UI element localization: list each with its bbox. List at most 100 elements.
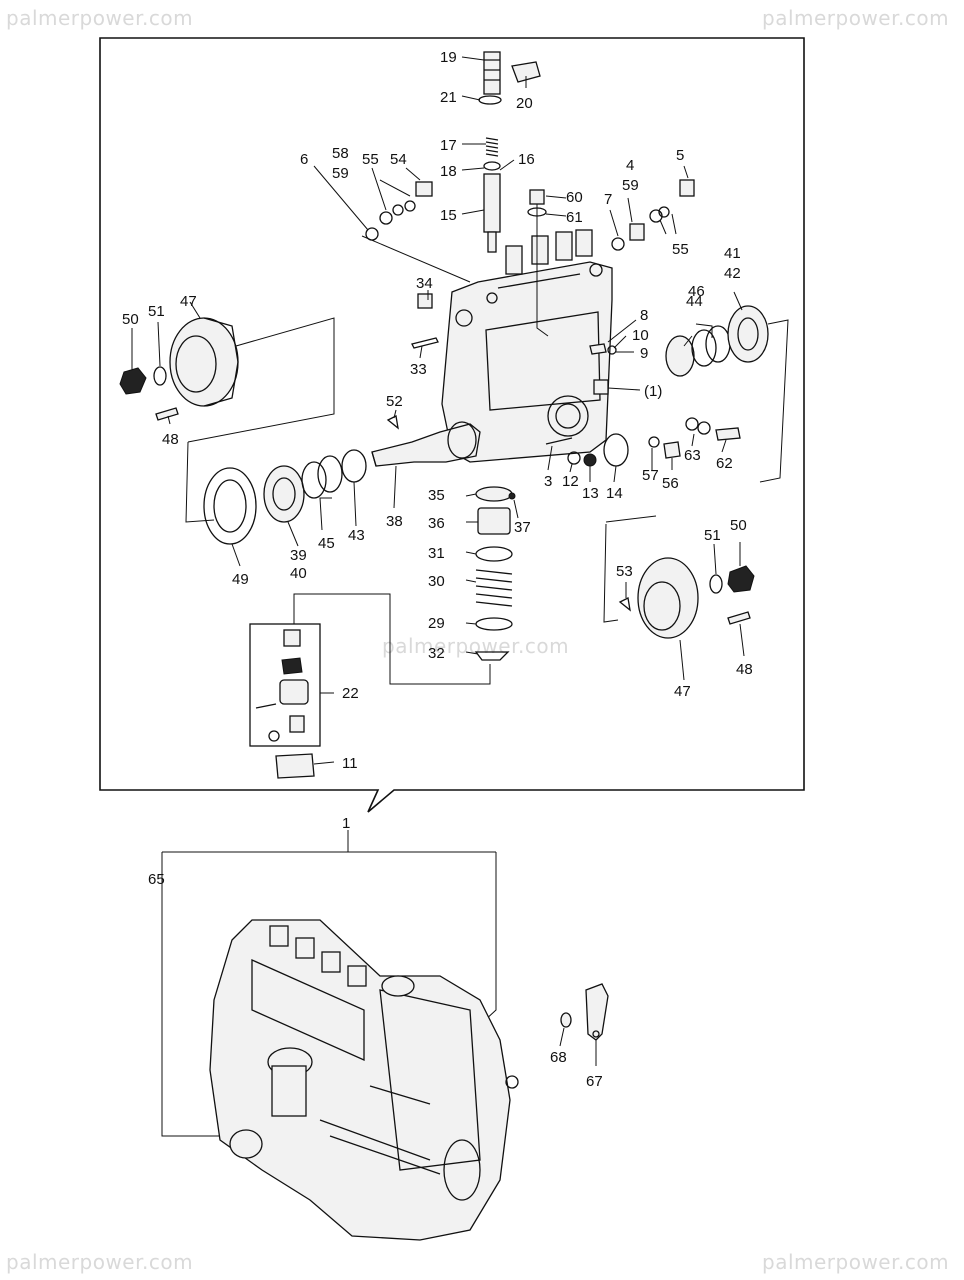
label-49: 49 xyxy=(232,571,249,588)
label-9: 9 xyxy=(640,345,648,362)
part-51-washer-left xyxy=(153,366,167,386)
part-48-bolt-right xyxy=(727,611,751,625)
label-41: 41 xyxy=(724,245,741,262)
part-39-bearing xyxy=(263,465,305,523)
label-20: 20 xyxy=(516,95,533,112)
part-33-rack xyxy=(411,337,439,349)
part-49-gasket xyxy=(203,467,257,545)
part-29-washer xyxy=(475,617,513,631)
label-38: 38 xyxy=(386,513,403,530)
part-34-bolt xyxy=(417,293,433,309)
part-30-spring xyxy=(475,569,513,607)
label-45: 45 xyxy=(318,535,335,552)
part-9-bolt xyxy=(589,343,607,355)
part-14-oring xyxy=(603,433,629,467)
label-47b: 47 xyxy=(674,683,691,700)
label-6: 6 xyxy=(300,151,308,168)
part-68-nut xyxy=(560,1012,572,1028)
label-14: 14 xyxy=(606,485,623,502)
label-11: 11 xyxy=(342,755,358,772)
washers-upper-right xyxy=(611,179,695,251)
bracket-right xyxy=(759,319,789,483)
part-63-washer xyxy=(697,421,711,435)
part-ref-1 xyxy=(593,379,609,395)
label-44: 44 xyxy=(686,293,703,310)
part-32-clip xyxy=(474,651,510,661)
label-50a: 50 xyxy=(122,311,139,328)
label-33: 33 xyxy=(410,361,427,378)
part-17-spring xyxy=(485,137,499,157)
part-45-ring-2 xyxy=(317,455,343,493)
label-18: 18 xyxy=(440,163,457,180)
label-43: 43 xyxy=(348,527,365,544)
label-53: 53 xyxy=(616,563,633,580)
callout-frame xyxy=(99,37,805,813)
bracket-22 xyxy=(293,593,491,685)
label-42: 42 xyxy=(724,265,741,282)
part-10-washer xyxy=(607,345,617,355)
label-48a: 48 xyxy=(162,431,179,448)
part-12-washer xyxy=(567,451,581,465)
leader-60 xyxy=(536,204,549,337)
label-39: 39 xyxy=(290,547,307,564)
label-3: 3 xyxy=(544,473,552,490)
part-45-ring xyxy=(301,461,327,499)
part-46-shim xyxy=(691,329,717,367)
label-34: 34 xyxy=(416,275,433,292)
label-35: 35 xyxy=(428,487,445,504)
label-1: 1 xyxy=(342,815,350,832)
part-46-shim-2 xyxy=(705,325,731,363)
part-35-roller xyxy=(475,486,513,502)
label-40: 40 xyxy=(290,565,307,582)
part-51-washer-right xyxy=(709,574,723,594)
part-21-oring xyxy=(478,95,502,105)
label-55b: 55 xyxy=(672,241,689,258)
bracket-right-lower xyxy=(603,515,657,623)
part-13-nut xyxy=(583,453,597,467)
label-30: 30 xyxy=(428,573,445,590)
part-47-flange-right xyxy=(637,557,699,639)
label-55a: 55 xyxy=(362,151,379,168)
label-12: 12 xyxy=(562,473,579,490)
label-13: 13 xyxy=(582,485,599,502)
part-22-components xyxy=(255,629,309,742)
part-22-box xyxy=(249,623,321,747)
label-50b: 50 xyxy=(730,517,747,534)
part-36-tappet xyxy=(477,507,511,535)
label-57: 57 xyxy=(642,467,659,484)
part-62-bolt xyxy=(715,427,741,441)
label-46: 46 xyxy=(688,283,705,300)
part-48-bolt-left xyxy=(155,407,179,421)
label-17: 17 xyxy=(440,137,457,154)
label-59b: 59 xyxy=(622,177,639,194)
part-53-key xyxy=(618,597,631,612)
label-52: 52 xyxy=(386,393,403,410)
label-58: 58 xyxy=(332,145,349,162)
part-19-union xyxy=(483,51,501,95)
part-labels: 19 21 20 17 18 16 15 6 58 59 55 54 60 61… xyxy=(122,49,753,1090)
label-10: 10 xyxy=(632,327,649,344)
label-65: 65 xyxy=(148,871,165,888)
label-61: 61 xyxy=(566,209,583,226)
label-21: 21 xyxy=(440,89,457,106)
label-63: 63 xyxy=(684,447,701,464)
part-63-washer-2 xyxy=(685,417,699,431)
part-47-flange-left xyxy=(169,317,239,407)
label-56: 56 xyxy=(662,475,679,492)
part-67-lever xyxy=(585,983,609,1041)
label-5: 5 xyxy=(676,147,684,164)
label-59a: 59 xyxy=(332,165,349,182)
label-60: 60 xyxy=(566,189,583,206)
label-51a: 51 xyxy=(148,303,165,320)
part-37-pin xyxy=(508,492,516,500)
watermark-top-right: palmerpower.com xyxy=(762,6,950,30)
label-16: 16 xyxy=(518,151,535,168)
label-7: 7 xyxy=(604,191,612,208)
label-ref-1: (1) xyxy=(644,383,662,400)
part-60-bolt xyxy=(529,189,545,205)
label-62: 62 xyxy=(716,455,733,472)
part-20-clip xyxy=(511,61,541,83)
label-22: 22 xyxy=(342,685,359,702)
bracket-left-lower xyxy=(185,441,215,523)
